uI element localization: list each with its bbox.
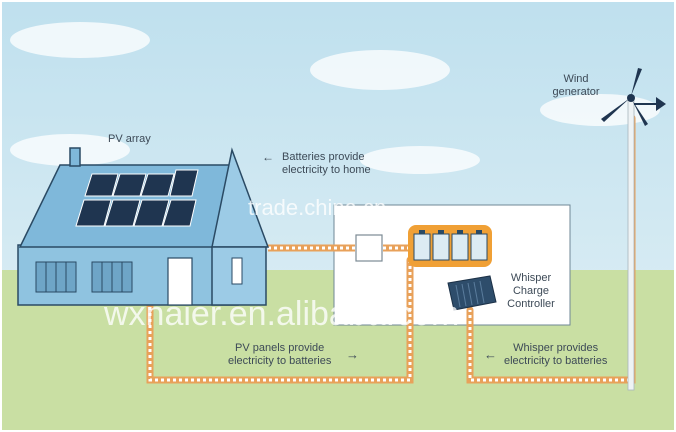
inverter-box (355, 234, 383, 262)
arrow-right-icon: → (346, 347, 359, 362)
wind-generator (601, 68, 666, 391)
label-batteries-provide: ← Batteries provide electricity to home (262, 150, 371, 177)
watermark-bottom: wxnaier.en.alibaba.com (104, 295, 460, 333)
arrow-left-icon: ← (484, 347, 497, 362)
label-pv-to-batteries: PV panels provide electricity to batteri… (228, 342, 359, 367)
clouds (10, 22, 660, 174)
label-whisper-to-batteries: ← Whisper provides electricity to batter… (484, 342, 608, 367)
battery-bank (408, 225, 492, 267)
label-pv-array: PV array (108, 133, 151, 145)
label-wind-generator: Wind generator (552, 73, 600, 98)
label-charge-controller: Whisper Charge Controller (507, 272, 555, 310)
solar-panels (75, 169, 199, 227)
arrow-left-icon: ← (262, 150, 274, 164)
watermark-top: trade.china.cn (248, 195, 387, 220)
charge-controller (447, 275, 497, 311)
